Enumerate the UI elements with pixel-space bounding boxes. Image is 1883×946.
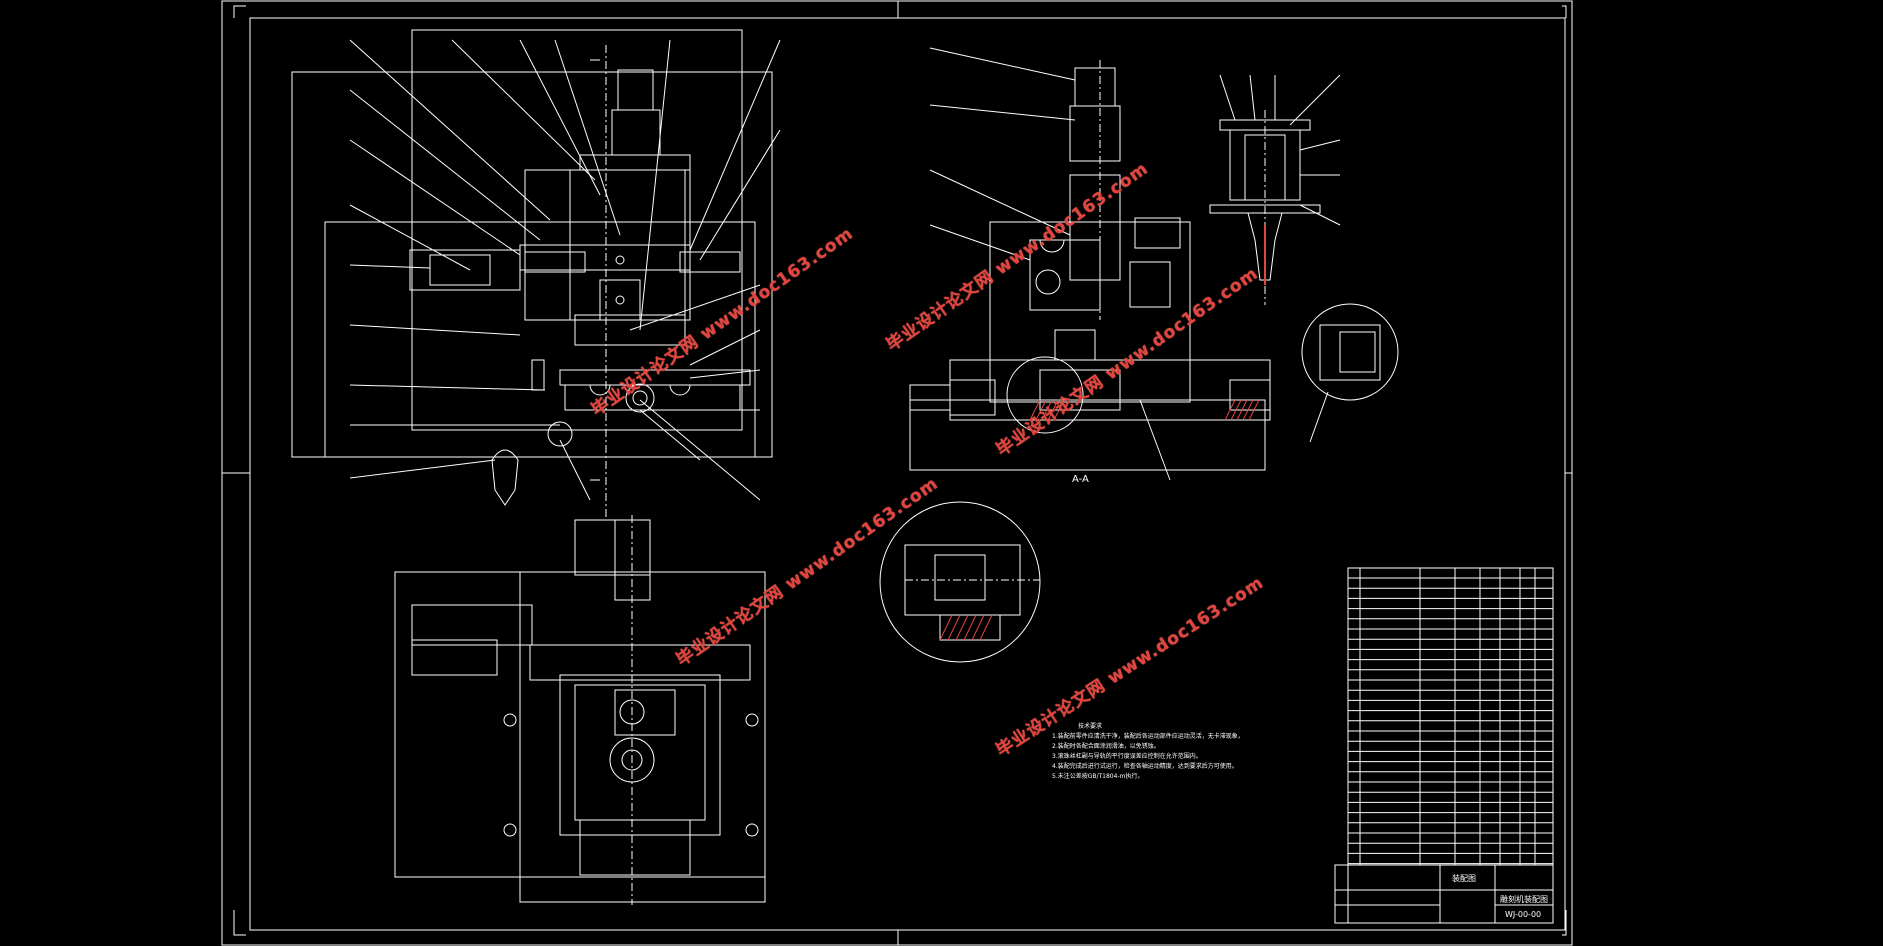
bearing-detail-circle [1301, 303, 1399, 443]
top-view [394, 515, 766, 905]
section-view-a-a [909, 47, 1271, 481]
sheet-inner-frame [249, 17, 1566, 931]
notes-line: 4.装配完成后进行试运行，检查各轴运动精度，达到要求后方可使用。 [1052, 763, 1238, 770]
notes-title: 技术要求 [1077, 723, 1102, 730]
enlarged-detail-circle [879, 501, 1041, 663]
spindle-detail [1209, 74, 1341, 305]
section-hatching [939, 225, 1266, 641]
bill-of-materials [1334, 567, 1554, 924]
notes-line: 2.装配时各配合面涂润滑油，以免锈蚀。 [1052, 743, 1160, 750]
title-block-drawing-number: WJ-00-00 [1505, 910, 1542, 919]
notes-line: 1.装配前零件应清洗干净，装配后各运动部件应运动灵活，无卡滞现象， [1052, 733, 1244, 740]
section-label: A-A [1072, 474, 1089, 485]
front-view [291, 29, 781, 520]
technical-notes: 技术要求 1.装配前零件应清洗干净，装配后各运动部件应运动灵活，无卡滞现象， 2… [1052, 722, 1244, 782]
sheet-outer-border [221, 0, 1573, 946]
notes-line: 3.滚珠丝杠副与导轨的平行度误差应控制在允许范围内。 [1052, 753, 1202, 760]
title-block-product-name: 雕刻机装配图 [1500, 895, 1548, 904]
title-block-part-name: 装配图 [1452, 874, 1476, 883]
notes-line: 5.未注公差按GB/T1804-m执行。 [1052, 773, 1144, 780]
